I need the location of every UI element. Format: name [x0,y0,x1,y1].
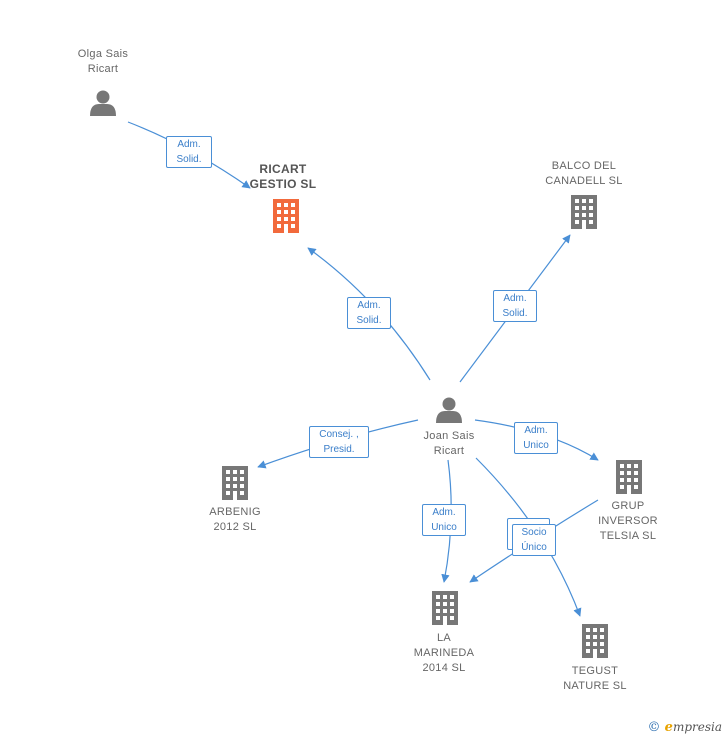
building-icon[interactable] [582,624,608,658]
node-name: TELSIA SL [599,530,657,542]
building-icon[interactable] [616,460,642,494]
node-balco-del-canadell[interactable]: BALCO DEL CANADELL SL [524,159,644,189]
node-ricart-gestio[interactable]: RICART GESTIO SL [226,162,340,192]
edge-label[interactable]: Adm. Solid. [493,290,537,322]
node-name: LA [436,632,452,644]
building-icon[interactable] [571,195,597,229]
empresia-logo-text: mpresia [672,720,722,734]
edge-label-text: Solid. [176,154,202,165]
node-name: Ricart [433,445,465,457]
node-name: GRUP [611,500,645,512]
edge-label-text: Consej. , [319,429,359,440]
copyright-icon: © [647,720,661,735]
edge-label-text: Único [521,542,547,553]
edge-label[interactable]: Socio Único [512,524,556,556]
edge-label-text: Adm. [503,293,527,304]
node-arbenig[interactable]: ARBENIG 2012 SL [183,505,287,535]
node-la-marineda[interactable]: LA MARINEDA 2014 SL [392,631,496,676]
edge-label-text: Unico [431,522,457,533]
node-name: INVERSOR [598,515,658,527]
node-olga-sais-ricart[interactable]: Olga Sais Ricart [50,47,156,77]
edge-label-text: Adm. [357,300,381,311]
building-icon[interactable] [273,199,299,233]
edge-label-text: Socio [521,527,547,538]
edge-label-text: Adm. [177,139,201,150]
node-joan-sais-ricart[interactable]: Joan Sais Ricart [396,429,502,459]
node-name: TEGUST [571,665,619,677]
edge-label[interactable]: Adm. Unico [514,422,558,454]
edge-label-text: Adm. [524,425,548,436]
edge-label-text: Adm. [432,507,456,518]
node-name: 2012 SL [213,521,257,533]
node-name: CANADELL SL [545,175,623,187]
node-name: NATURE SL [563,680,627,692]
node-name: BALCO DEL [551,160,617,172]
node-name: GESTIO SL [249,177,317,191]
building-icon[interactable] [432,591,458,625]
node-name: RICART [259,162,307,176]
node-name: MARINEDA [413,647,475,659]
edge-label[interactable]: Consej. , Presid. [309,426,369,458]
node-grup-inversor-telsia[interactable]: GRUP INVERSOR TELSIA SL [576,499,680,544]
edge-label-text: Presid. [323,444,355,455]
copyright-notice: © empresia [648,720,722,735]
edge-label-text: Solid. [502,308,528,319]
node-name: Joan Sais [423,430,475,442]
building-icon[interactable] [222,466,248,500]
node-name: 2014 SL [422,662,466,674]
node-name: ARBENIG [209,506,261,518]
person-icon[interactable] [436,397,462,424]
edge-label-text: Solid. [356,315,382,326]
node-name: Olga Sais [77,48,129,60]
node-tegust-nature[interactable]: TEGUST NATURE SL [540,664,650,694]
edge-label[interactable]: Adm. Solid. [347,297,391,329]
edge-label-text: Unico [523,440,549,451]
node-name: Ricart [87,63,119,75]
person-icon[interactable] [90,90,116,117]
edge-label[interactable]: Adm. Solid. [166,136,212,168]
edge-label[interactable]: Adm. Unico [422,504,466,536]
empresia-logo-e: e [664,720,673,735]
